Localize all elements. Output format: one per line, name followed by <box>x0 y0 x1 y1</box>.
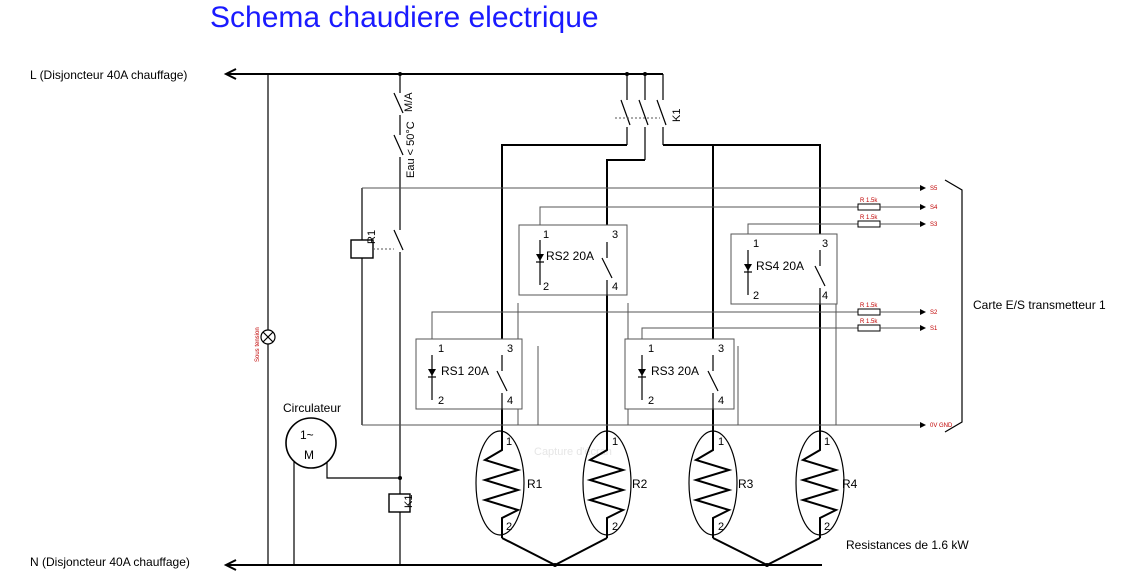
line-l: L (Disjoncteur 40A chauffage) <box>30 68 663 82</box>
output-s4: R 1.5k S4 <box>857 198 938 211</box>
rs4-pin-2: 2 <box>753 290 759 302</box>
heater-r4-pin-1: 1 <box>824 436 830 448</box>
heater-r2: 1 2 R2 <box>582 430 648 538</box>
contactor-k1-coil <box>388 493 411 513</box>
rs4-pin-4: 4 <box>822 290 828 302</box>
ssr-rs2: 1 3 2 4 RS2 20A <box>518 224 628 296</box>
relay-r1: R1 <box>350 188 394 425</box>
watermark-text: Capture d'écran <box>534 446 612 458</box>
heater-r1: 1 2 R1 <box>475 430 543 538</box>
io-card: Carte E/S transmetteur 1 <box>944 179 1106 433</box>
output-s5: S5 <box>858 185 938 192</box>
diagram-title: Schema chaudiere electrique <box>210 1 599 34</box>
heaters-label: Resistances de 1.6 kW <box>846 538 969 552</box>
power-lamp-label: Sous tension <box>255 327 261 362</box>
k1-coil-label: K1 <box>403 495 415 508</box>
rs1-pin-3: 3 <box>507 343 513 355</box>
power-lamp-branch: Sous tension <box>255 74 276 565</box>
k1-contacts-label: K1 <box>671 109 683 122</box>
rs2-pin-4: 4 <box>612 281 618 293</box>
rs1-label: RS1 20A <box>441 364 489 378</box>
rs1-pin-2: 2 <box>438 395 444 407</box>
output-s3: R 1.5k S3 <box>857 215 938 228</box>
ssr-rs3: 1 3 2 4 RS3 20A <box>624 338 735 410</box>
output-s2: R 1.5k S2 <box>857 303 938 316</box>
circulator-label: Circulateur <box>283 401 341 415</box>
heater-r3-pin-2: 2 <box>718 521 724 533</box>
thermostat-label: Eau < 50°C <box>405 121 417 178</box>
io-card-label: Carte E/S transmetteur 1 <box>973 298 1106 312</box>
line-n-label: N (Disjoncteur 40A chauffage) <box>30 555 190 569</box>
heater-r2-pin-2: 2 <box>612 521 618 533</box>
motor-symbol-bottom: M <box>304 448 314 462</box>
rs2-pin-2: 2 <box>543 281 549 293</box>
ssr-rs1: 1 3 2 4 RS1 20A <box>415 338 523 410</box>
rs3-pin-1: 1 <box>648 343 654 355</box>
rs2-pin-1: 1 <box>543 229 549 241</box>
motor-symbol-top: 1~ <box>300 428 314 442</box>
relay-r1-label: R1 <box>366 230 378 244</box>
output-s1-resistor: R 1.5k <box>860 319 878 325</box>
ssr-rs4: 1 3 2 4 RS4 20A <box>730 233 838 305</box>
output-gnd: 0V GND <box>920 422 953 429</box>
rs4-pin-3: 3 <box>822 238 828 250</box>
rs3-label: RS3 20A <box>651 364 699 378</box>
rs3-pin-2: 2 <box>648 395 654 407</box>
rs2-label: RS2 20A <box>546 249 594 263</box>
motor-icon <box>285 417 337 469</box>
line-n: N (Disjoncteur 40A chauffage) <box>30 555 822 571</box>
heater-r1-pin-1: 1 <box>506 436 512 448</box>
output-s2-resistor: R 1.5k <box>860 303 878 309</box>
output-s4-resistor: R 1.5k <box>860 198 878 204</box>
rs3-pin-4: 4 <box>718 395 724 407</box>
output-s3-resistor: R 1.5k <box>860 215 878 221</box>
rs1-pin-4: 4 <box>507 395 513 407</box>
heater-r4-label: R4 <box>842 477 858 491</box>
heater-r3-label: R3 <box>738 477 754 491</box>
control-line: M/A Eau < 50°C K1 <box>388 72 417 565</box>
rs3-pin-3: 3 <box>718 343 724 355</box>
gnd-label: 0V GND <box>930 423 953 429</box>
output-s1-label: S1 <box>930 326 938 332</box>
io-card-outputs: S5 R 1.5k S4 R 1.5k S3 R 1.5k S2 R <box>857 185 953 429</box>
heater-r1-label: R1 <box>527 477 543 491</box>
rs1-pin-1: 1 <box>438 343 444 355</box>
heater-r4: 1 2 R4 <box>795 430 858 538</box>
output-s1: R 1.5k S1 <box>857 319 938 332</box>
line-l-label: L (Disjoncteur 40A chauffage) <box>30 68 187 82</box>
rs4-pin-1: 1 <box>753 238 759 250</box>
rs4-label: RS4 20A <box>756 259 804 273</box>
switch-ma-label: M/A <box>403 92 415 112</box>
heater-r2-pin-1: 1 <box>612 436 618 448</box>
output-s5-label: S5 <box>930 186 938 192</box>
heater-r2-label: R2 <box>632 477 648 491</box>
heater-r1-pin-2: 2 <box>506 521 512 533</box>
heater-return <box>501 537 821 567</box>
heater-r4-pin-2: 2 <box>824 521 830 533</box>
contactor-k1-contacts: K1 <box>615 72 683 160</box>
heater-r3: 1 2 R3 <box>688 430 754 538</box>
output-s2-label: S2 <box>930 310 938 316</box>
output-s3-label: S3 <box>930 222 938 228</box>
output-s4-label: S4 <box>930 205 938 211</box>
heater-r3-pin-1: 1 <box>718 436 724 448</box>
rs2-pin-3: 3 <box>612 229 618 241</box>
circulator-pump: Circulateur 1~ M <box>283 401 400 565</box>
